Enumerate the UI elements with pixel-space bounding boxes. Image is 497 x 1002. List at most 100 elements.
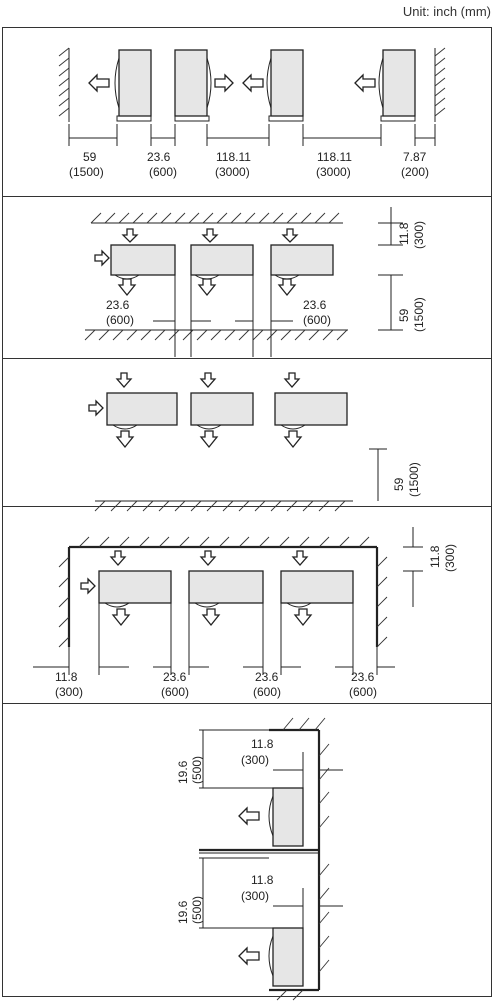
unit-b-outlet <box>196 424 222 430</box>
indoor-unit-c <box>274 392 348 426</box>
intake-arrow-c <box>281 228 299 243</box>
unit-4-grille <box>378 57 384 109</box>
intake-arrow-b <box>199 372 217 388</box>
clearance-diagram-frame: 59 (1500) 23.6 (600) 118.11 (3000) 118.1… <box>2 27 492 1001</box>
intake-arrow-c <box>283 372 301 388</box>
lower-horizontal-value: 11.8 <box>251 873 274 887</box>
side-intake-arrow <box>88 399 104 417</box>
dim-gap-1-mm: (600) <box>161 685 189 699</box>
indoor-unit-b <box>188 570 264 604</box>
airflow-arrow-3 <box>242 73 264 93</box>
intake-arrow-a <box>121 228 139 243</box>
floor-hatch <box>94 500 346 512</box>
lower-horizontal-mm: (300) <box>241 889 269 903</box>
upper-vertical-value: 19.6 <box>176 760 190 784</box>
right-wall-hatch <box>434 47 446 117</box>
dim-right-mm: (600) <box>349 685 377 699</box>
unit-3-grille <box>266 57 272 109</box>
intake-arrow-b <box>201 228 219 243</box>
dim-right-value: 23.6 <box>351 670 375 684</box>
outlet-arrow-c <box>277 278 297 297</box>
upper-indoor-unit <box>272 787 304 847</box>
upper-unit-grille <box>268 795 274 837</box>
left-clearance-mm: (600) <box>106 313 134 327</box>
indoor-unit-4 <box>382 49 416 117</box>
dim-5-value: 7.87 <box>403 150 427 164</box>
diagram-side-clearances: 59 (1500) 23.6 (600) 118.11 (3000) 118.1… <box>58 47 446 179</box>
dimension-lines <box>199 729 343 929</box>
unit-1-grille <box>114 57 120 109</box>
mid-clearance-mm: (600) <box>303 313 331 327</box>
side-intake-arrow <box>80 577 96 595</box>
airflow-arrow-1 <box>88 73 110 93</box>
indoor-unit-c <box>270 244 334 276</box>
intake-arrow-b <box>199 550 217 566</box>
dim-1-value: 59 <box>83 150 97 164</box>
ceiling-hatch <box>90 212 340 224</box>
airflow-arrow-2 <box>214 73 234 93</box>
lower-vertical-value: 19.6 <box>176 900 190 924</box>
outlet-arrow-a <box>111 608 131 627</box>
intake-arrow-c <box>291 550 309 566</box>
outlet-arrow-b <box>197 278 217 297</box>
dimension-lines <box>153 207 403 357</box>
unit-3-base <box>268 115 304 122</box>
floor-hatch <box>84 329 348 341</box>
dim-1-mm: (1500) <box>69 165 104 179</box>
diagram-enclosure: 11.8 (300) 23.6 (600) 23.6 (600) 23.6 (6… <box>33 527 457 699</box>
dimension-lines <box>33 527 423 675</box>
bottom-clearance-mm: (1500) <box>412 297 426 332</box>
indoor-unit-b <box>190 392 254 426</box>
indoor-unit-1 <box>118 49 152 117</box>
unit-c-outlet <box>280 424 306 430</box>
diagram-vertical-stack: 19.6 (500) 11.8 (300) 19.6 (500) 11.8 (3… <box>176 717 343 1001</box>
airflow-arrow-4 <box>354 73 376 93</box>
diagram-ceiling-floor: 23.6 (600) 23.6 (600) 11.8 (300) 59 (150… <box>84 207 426 357</box>
indoor-unit-3 <box>270 49 304 117</box>
dim-3-value: 118.11 <box>216 150 251 164</box>
floor-clearance-mm: (1500) <box>407 462 421 497</box>
upper-horizontal-mm: (300) <box>241 753 269 767</box>
indoor-unit-a <box>110 244 176 276</box>
indoor-unit-2 <box>174 49 208 117</box>
unit-c-outlet <box>286 602 312 608</box>
top-clearance-value: 11.8 <box>428 545 442 568</box>
side-intake-arrow <box>94 249 110 267</box>
diagram-floor-clearance: 59 (1500) <box>88 372 421 512</box>
dim-2-value: 23.6 <box>147 150 171 164</box>
wall-hatch <box>276 717 330 1001</box>
lower-vertical-mm: (500) <box>190 896 204 924</box>
left-wall-hatch <box>58 47 70 117</box>
unit-a-outlet <box>112 424 138 430</box>
lower-indoor-unit <box>272 927 304 987</box>
lower-unit-grille <box>268 935 274 977</box>
outlet-arrow-a <box>117 278 137 297</box>
upper-horizontal-value: 11.8 <box>251 737 274 751</box>
outlet-arrow-b <box>199 430 219 449</box>
unit-label: Unit: inch (mm) <box>402 4 491 19</box>
panel-enclosure-clearances: 11.8 (300) 23.6 (600) 23.6 (600) 23.6 (6… <box>3 507 491 704</box>
top-clearance-mm: (300) <box>443 544 457 572</box>
indoor-unit-a <box>106 392 178 426</box>
lower-airflow-arrow <box>238 946 260 966</box>
dim-left-mm: (300) <box>55 685 83 699</box>
dim-4-mm: (3000) <box>316 165 351 179</box>
upper-airflow-arrow <box>238 806 260 826</box>
dimension-lines <box>68 124 436 146</box>
indoor-unit-c <box>280 570 354 604</box>
panel-vertical-stack: 19.6 (500) 11.8 (300) 19.6 (500) 11.8 (3… <box>3 704 491 1001</box>
bottom-clearance-value: 59 <box>397 308 411 322</box>
dim-3-mm: (3000) <box>215 165 250 179</box>
top-clearance-mm: (300) <box>412 221 426 249</box>
intake-arrow-a <box>115 372 133 388</box>
unit-a-outlet <box>104 602 130 608</box>
dim-gap-2-value: 23.6 <box>255 670 279 684</box>
unit-4-base <box>380 115 416 122</box>
dim-5-mm: (200) <box>401 165 429 179</box>
panel-ceiling-floor-clearances: 23.6 (600) 23.6 (600) 11.8 (300) 59 (150… <box>3 197 491 359</box>
intake-arrow-a <box>109 550 127 566</box>
unit-2-base <box>174 115 210 122</box>
dim-left-value: 11.8 <box>55 670 78 684</box>
upper-vertical-mm: (500) <box>190 756 204 784</box>
indoor-unit-a <box>98 570 172 604</box>
